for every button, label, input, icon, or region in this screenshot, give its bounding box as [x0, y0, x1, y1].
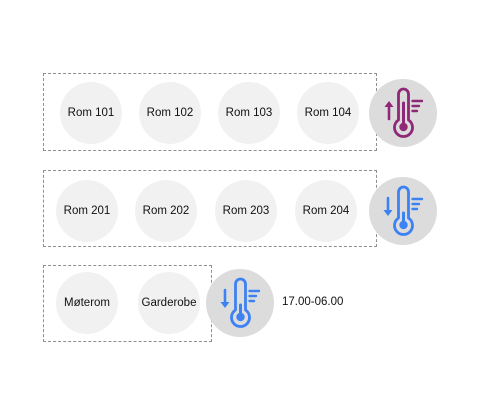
room-node: Garderobe: [138, 272, 200, 334]
schedule-label: 17.00-06.00: [282, 296, 344, 308]
room-node: Rom 103: [218, 82, 280, 144]
thermometer-up-icon: [369, 79, 437, 147]
room-node: Rom 204: [295, 180, 357, 242]
room-node: Rom 202: [135, 180, 197, 242]
room-node: Rom 201: [56, 180, 118, 242]
room-node: Rom 203: [215, 180, 277, 242]
thermometer-down-icon: [369, 177, 437, 245]
room-node: Møterom: [56, 272, 118, 334]
thermometer-down-icon: [206, 269, 274, 337]
room-node: Rom 104: [297, 82, 359, 144]
room-node: Rom 101: [60, 82, 122, 144]
room-node: Rom 102: [139, 82, 201, 144]
